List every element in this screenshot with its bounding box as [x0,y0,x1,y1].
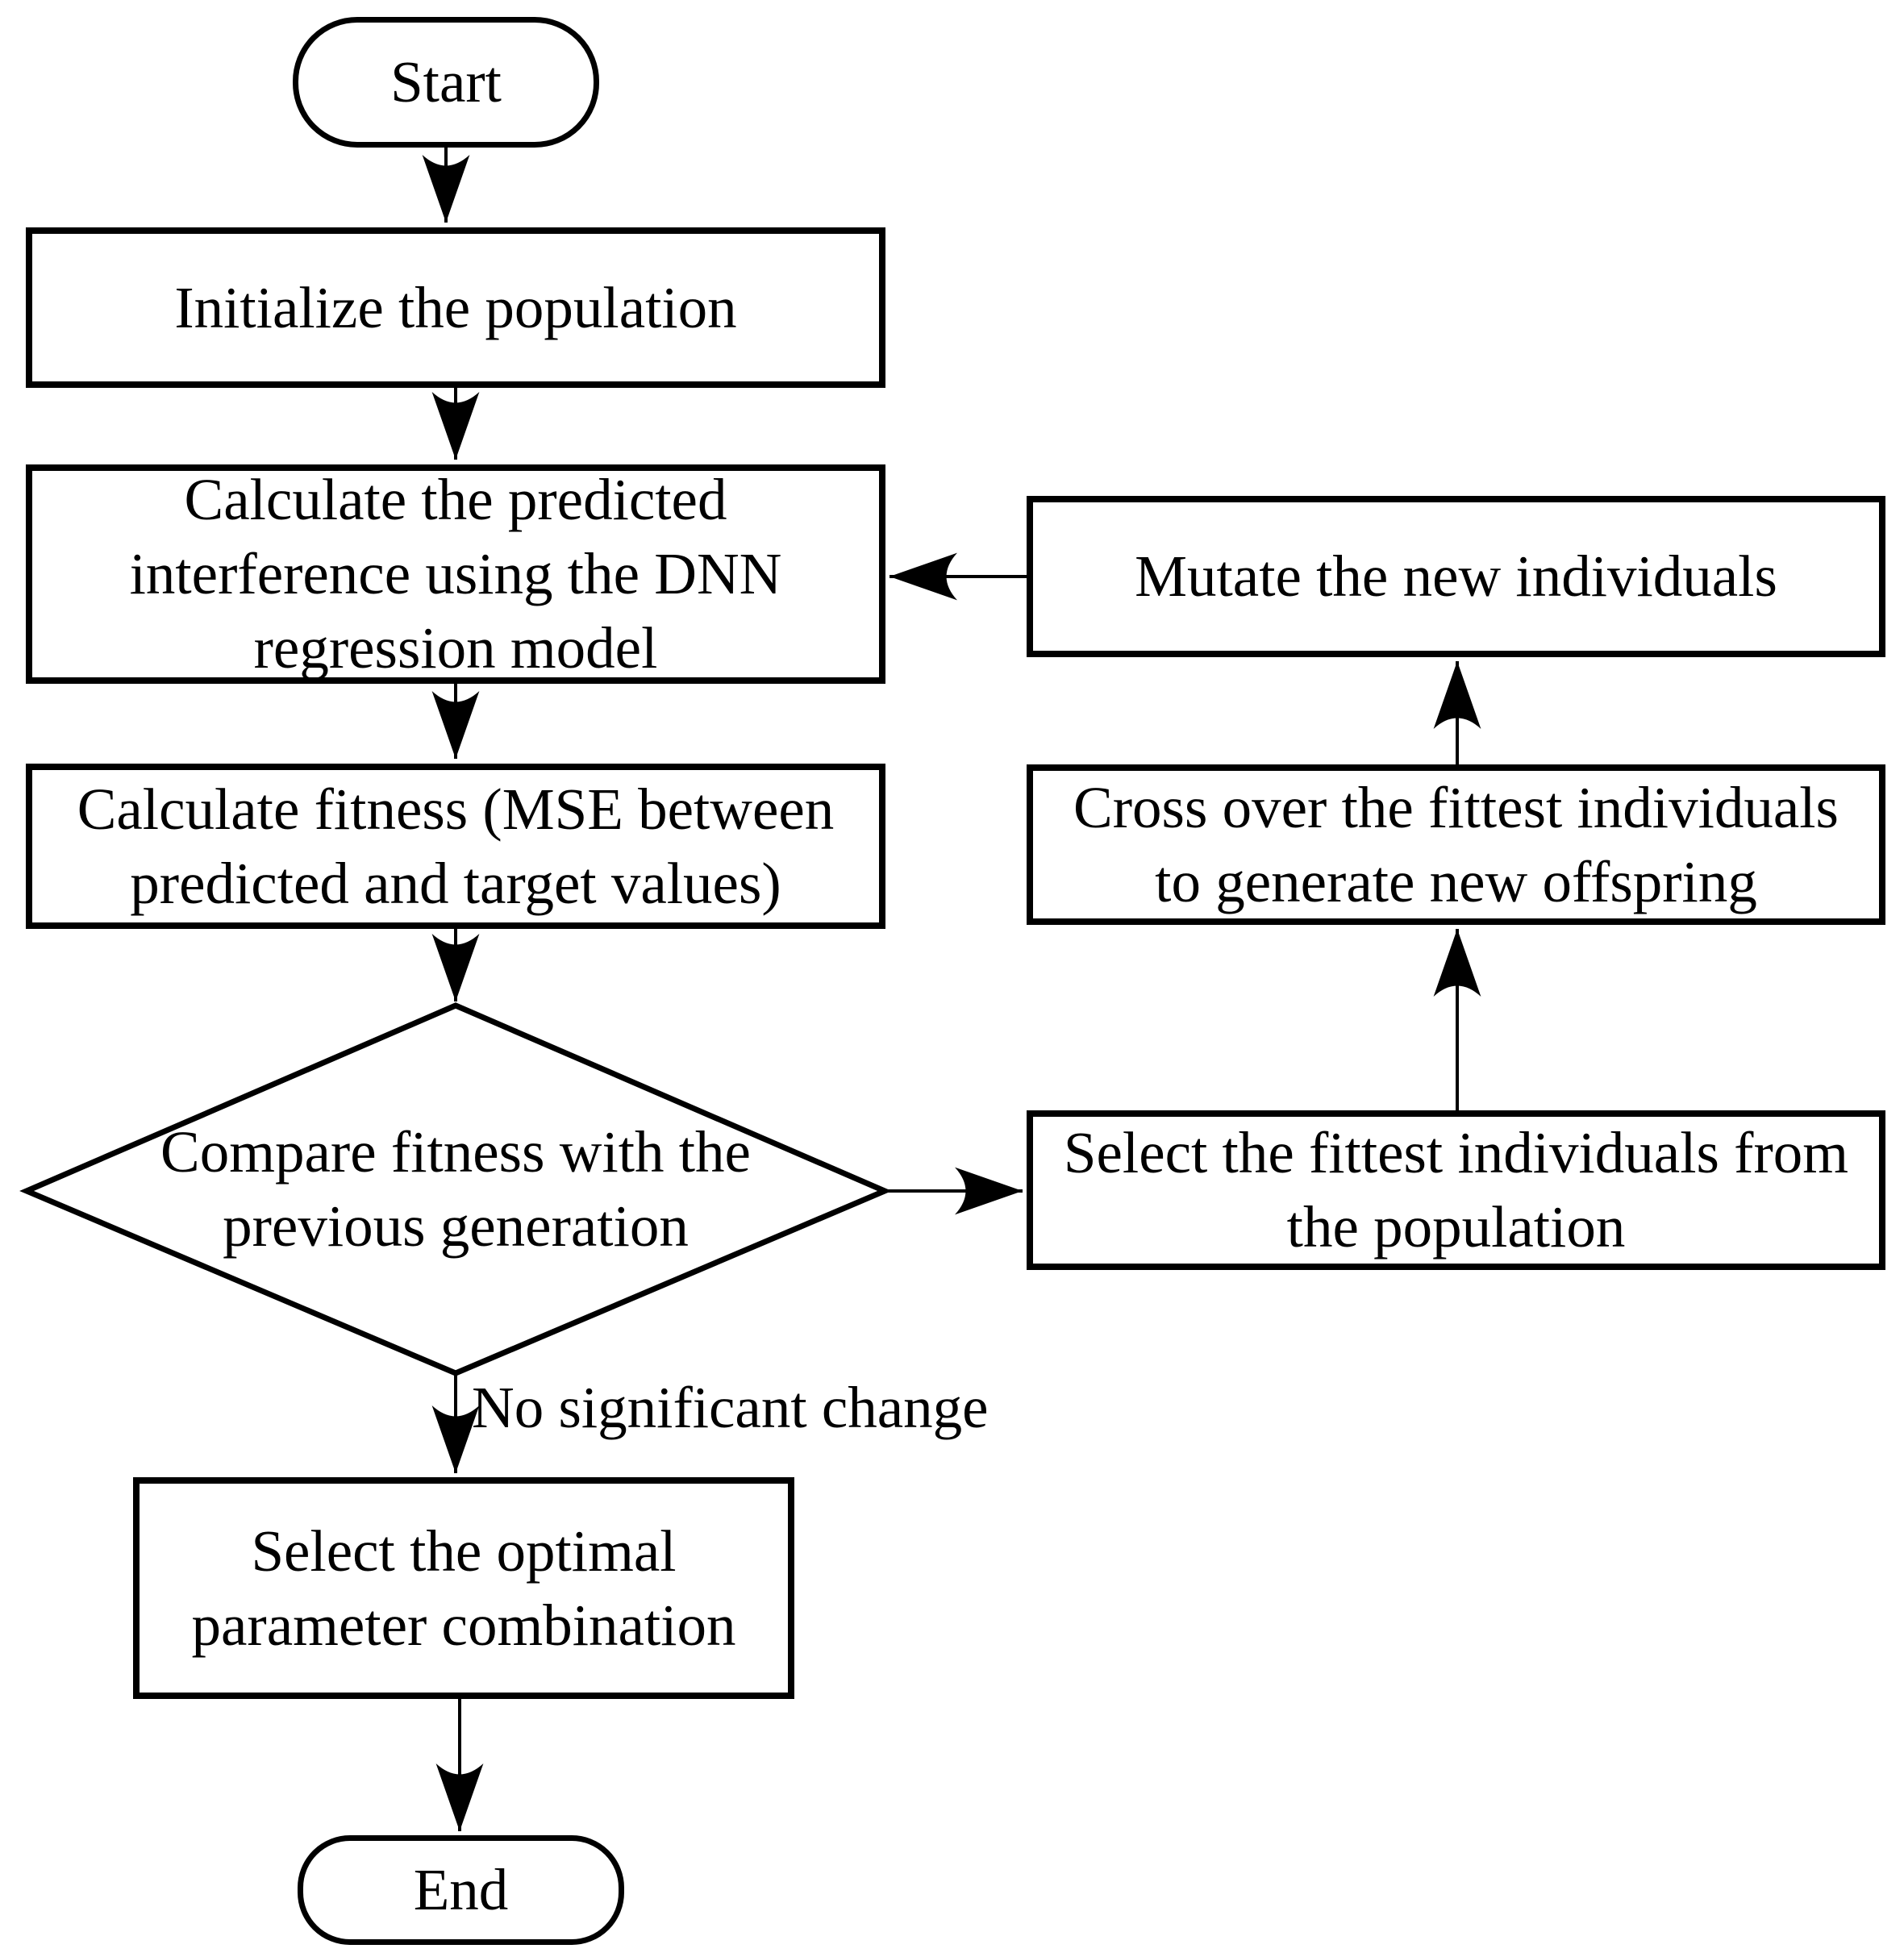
node-calculate-fitness: Calculate fitness (MSE between predicted… [26,764,885,929]
node-crossover-offspring: Cross over the fittest individuals to ge… [1027,764,1885,925]
edge-label-no-significant-change: No significant change [472,1375,989,1440]
node-label-line: Cross over the fittest individuals [1073,774,1839,840]
node-compare-fitness-decision: Compare fitness with the previous genera… [52,1072,859,1306]
node-label-line: previous generation [223,1193,689,1259]
node-label-line: Compare fitness with the [160,1119,751,1185]
node-select-optimal-parameters: Select the optimal parameter combination [133,1477,794,1699]
node-mutate-individuals: Mutate the new individuals [1027,496,1885,657]
node-end: End [298,1835,624,1945]
node-label-line: Select the fittest individuals from [1063,1120,1849,1185]
node-label-line: parameter combination [191,1592,736,1658]
node-dnn-prediction: Calculate the predicted interference usi… [26,464,885,684]
node-label-line: Initialize the population [174,274,737,340]
node-initialize-population: Initialize the population [26,227,885,388]
node-label-line: predicted and target values) [130,850,781,916]
node-label-line: Select the optimal [251,1518,677,1584]
node-label-line: Calculate fitness (MSE between [77,776,835,842]
node-label-line: Calculate the predicted [184,467,727,532]
node-select-fittest-individuals: Select the fittest individuals from the … [1027,1110,1885,1270]
node-label-line: Mutate the new individuals [1135,543,1777,609]
node-label-line: to generate new offspring [1155,848,1757,914]
node-start-label: Start [390,49,502,115]
node-end-label: End [413,1857,509,1922]
node-label-line: the population [1286,1194,1626,1260]
node-label-line: regression model [253,615,658,681]
node-label-line: interference using the DNN [129,541,782,606]
node-start: Start [293,17,599,148]
